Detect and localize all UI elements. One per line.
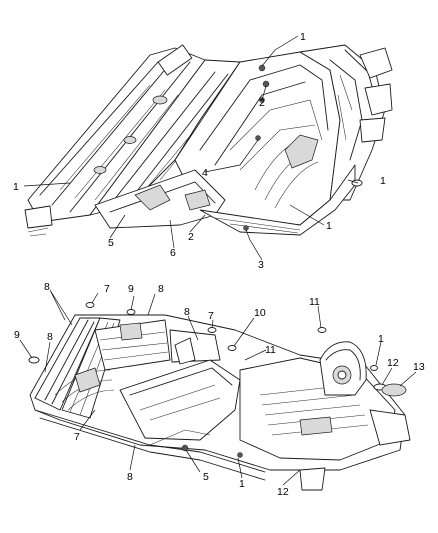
upper-floor-pan-illustration bbox=[24, 44, 393, 237]
callout-label: 2 bbox=[259, 97, 265, 109]
callout-label: 6 bbox=[170, 247, 176, 259]
callout-label: 8 bbox=[158, 283, 164, 295]
callout-label: 12 bbox=[387, 357, 399, 369]
upper-leader-lines bbox=[23, 35, 359, 261]
upper-callout-labels: 1 2 4 1 1 1 5 6 2 3 bbox=[13, 31, 386, 271]
callout-label: 7 bbox=[74, 431, 80, 443]
callout-label: 8 bbox=[44, 281, 50, 293]
callout-label: 2 bbox=[188, 231, 194, 243]
callout-label: 11 bbox=[265, 344, 276, 356]
callout-label: 4 bbox=[202, 167, 208, 179]
lower-underbody-illustration bbox=[28, 302, 411, 491]
callout-label: 1 bbox=[13, 181, 19, 193]
lower-leader-lines bbox=[19, 289, 417, 486]
callout-label: 7 bbox=[208, 310, 214, 322]
callout-label: 13 bbox=[413, 361, 425, 373]
callout-label: 8 bbox=[184, 306, 190, 318]
callout-label: 5 bbox=[203, 471, 209, 483]
callout-label: 12 bbox=[277, 486, 289, 498]
callout-label: 8 bbox=[127, 471, 133, 483]
callout-label: 11 bbox=[309, 296, 320, 308]
callout-label: 1 bbox=[380, 175, 386, 187]
callout-label: 3 bbox=[258, 259, 264, 271]
callout-label: 5 bbox=[108, 237, 114, 249]
callout-label: 1 bbox=[239, 478, 245, 490]
callout-label: 10 bbox=[254, 307, 266, 319]
callout-label: 1 bbox=[300, 31, 306, 43]
callout-label: 9 bbox=[14, 329, 20, 341]
callout-label: 1 bbox=[378, 333, 384, 345]
callout-label: 7 bbox=[104, 283, 110, 295]
callout-label: 9 bbox=[128, 283, 134, 295]
callout-label: 1 bbox=[326, 220, 332, 232]
callout-label: 8 bbox=[47, 331, 53, 343]
lower-callout-labels: 8 7 9 8 11 8 7 10 9 8 11 1 12 13 7 8 5 1… bbox=[14, 281, 425, 498]
